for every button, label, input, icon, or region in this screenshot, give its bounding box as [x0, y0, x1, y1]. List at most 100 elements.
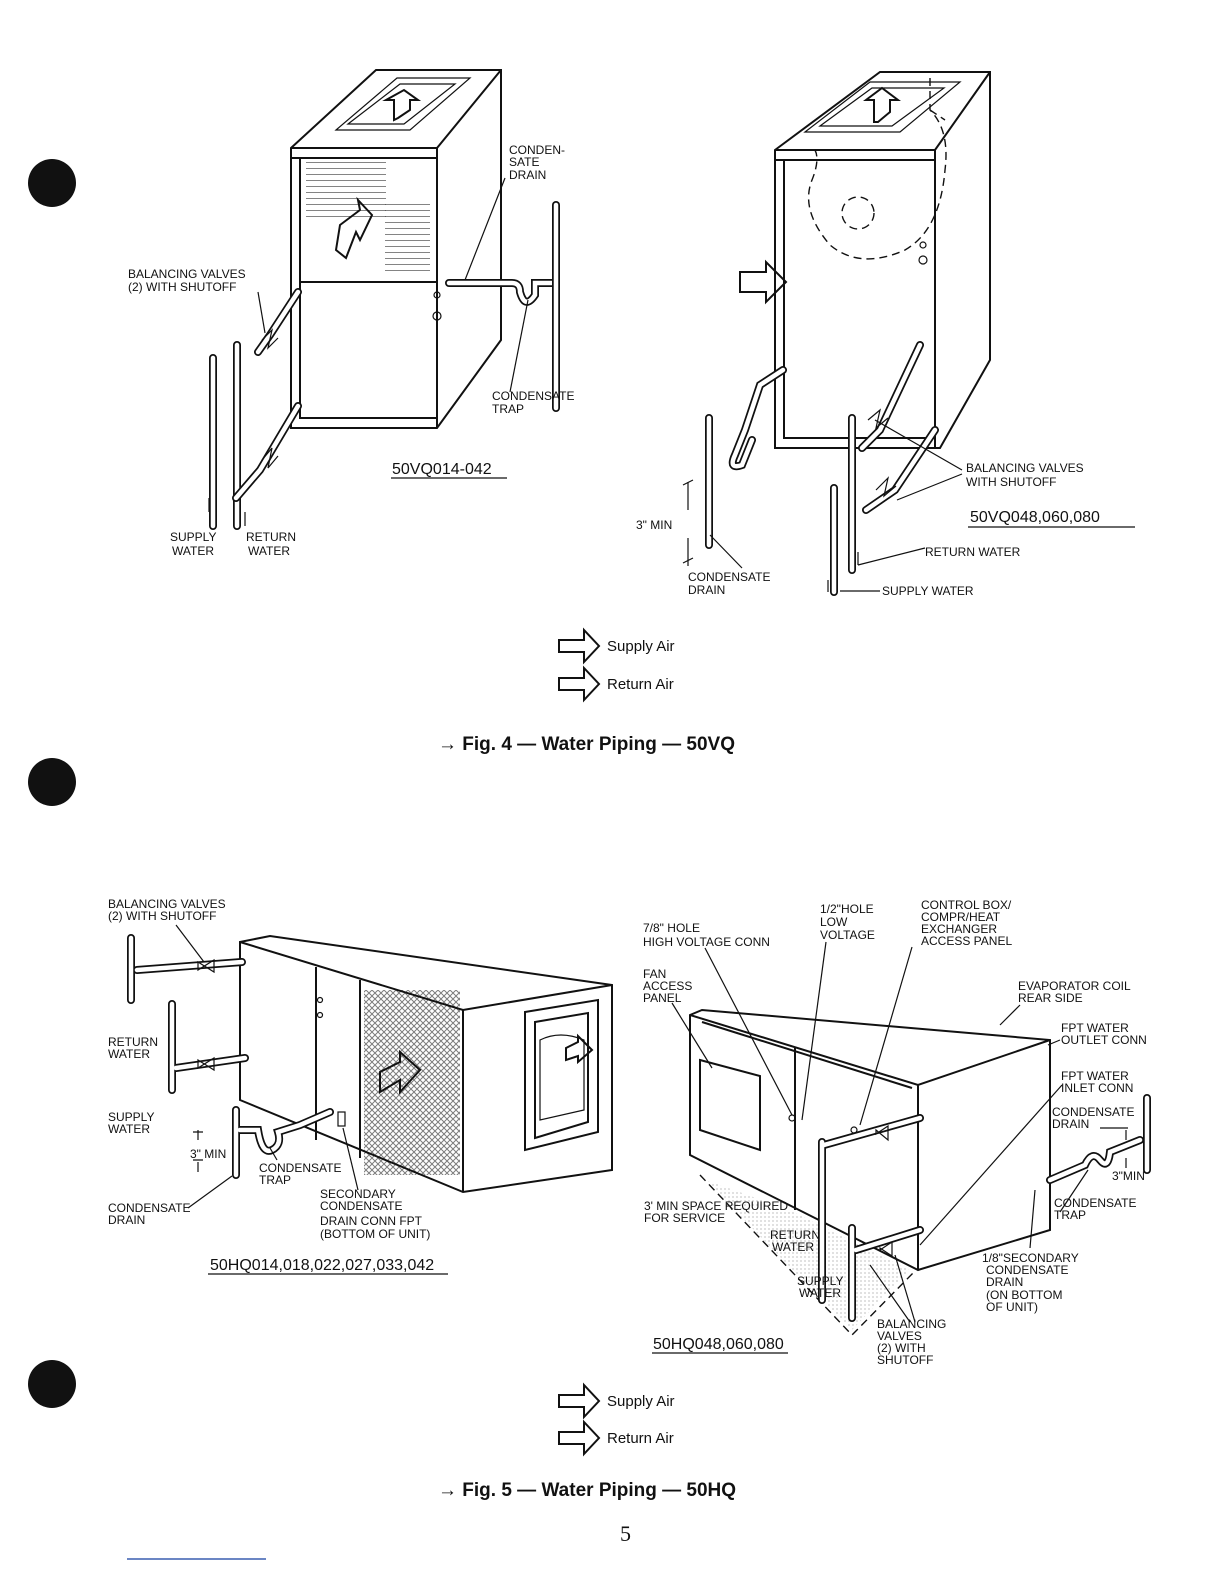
fig4-left-supply-2: WATER — [172, 544, 214, 558]
fig5-left-unit — [127, 924, 613, 1209]
fig4-right-3in-min: 3" MIN — [636, 518, 672, 532]
fig5-right-control-1: CONTROL BOX/ — [921, 898, 1012, 912]
fig5-left-3in-min: 3" MIN — [190, 1147, 226, 1161]
fig5-right-fan-3: PANEL — [643, 991, 682, 1005]
fig5-right-evap-1: EVAPORATOR COIL — [1018, 979, 1131, 993]
fig4-right-drain-1: CONDENSATE — [688, 570, 770, 584]
fig4-left-balancing-2: (2) WITH SHUTOFF — [128, 280, 236, 294]
fig5-right-inlet-2: INLET CONN — [1061, 1081, 1133, 1095]
fig5-right-control-2: COMPR/HEAT — [921, 910, 1001, 924]
fig5-right-outlet-2: OUTLET CONN — [1061, 1033, 1147, 1047]
fig5-left-trap-2: TRAP — [259, 1173, 291, 1187]
supply-air-arrow-icon — [558, 1382, 601, 1420]
fig5-right-labels: 7/8" HOLE HIGH VOLTAGE CONN 1/2"HOLE LOW… — [643, 898, 1147, 1367]
fig5-right-service-1: 3' MIN SPACE REQUIRED — [644, 1199, 788, 1213]
fig5-left-secondary-2: CONDENSATE — [320, 1199, 402, 1213]
binder-hole-1 — [28, 159, 76, 207]
fig5-right-return-1: RETURN — [770, 1228, 820, 1242]
fig4-legend: Supply Air Return Air — [558, 627, 675, 703]
page-number: 5 — [620, 1521, 631, 1546]
fig4-right-unit — [682, 71, 991, 596]
fig5-right-return-2: WATER — [772, 1240, 814, 1254]
fig5-right-balancing-4: SHUTOFF — [877, 1353, 933, 1367]
fig5-legend-supply: Supply Air — [607, 1393, 675, 1410]
fig5-right-fan-2: ACCESS — [643, 979, 692, 993]
binder-hole-2 — [28, 758, 76, 806]
fig4-right-supply: SUPPLY WATER — [882, 584, 974, 598]
fig4-left-balancing-1: BALANCING VALVES — [128, 267, 246, 281]
fig5-right-hole-low-1: 1/2"HOLE — [820, 902, 874, 916]
fig4-right-balancing-1: BALANCING VALVES — [966, 461, 1084, 475]
fig5-right-supply-1: SUPPLY — [797, 1274, 843, 1288]
fig5-left-supply-1: SUPPLY — [108, 1110, 154, 1124]
fig5-right-outlet-1: FPT WATER — [1061, 1021, 1129, 1035]
fig5-right-secondary-5: OF UNIT) — [986, 1300, 1038, 1314]
fig5-right-drain-1: CONDENSATE — [1052, 1105, 1134, 1119]
fig4-right-labels: BALANCING VALVES WITH SHUTOFF 50VQ048,06… — [636, 461, 1135, 598]
fig5-right-secondary-2: CONDENSATE — [986, 1263, 1068, 1277]
fig5-right-3in-min: 3"MIN — [1112, 1169, 1145, 1183]
return-air-arrow-icon — [558, 665, 601, 703]
fig5-right-inlet-1: FPT WATER — [1061, 1069, 1129, 1083]
fig4-left-return-1: RETURN — [246, 530, 296, 544]
fig4-right-model: 50VQ048,060,080 — [970, 509, 1100, 526]
fig5-left-labels: BALANCING VALVES (2) WITH SHUTOFF RETURN… — [108, 897, 448, 1275]
fig5-legend-return: Return Air — [607, 1430, 674, 1447]
fig4-left-model: 50VQ014-042 — [392, 461, 492, 478]
fig5-right-control-3: EXCHANGER — [921, 922, 997, 936]
fig5-left-model: 50HQ014,018,022,027,033,042 — [210, 1257, 434, 1274]
fig5-right-hole-high-2: HIGH VOLTAGE CONN — [643, 935, 770, 949]
fig4-left-supply-1: SUPPLY — [170, 530, 216, 544]
fig5-right-balancing-2: VALVES — [877, 1329, 922, 1343]
fig5-right-balancing-3: (2) WITH — [877, 1341, 926, 1355]
fig5-left-supply-2: WATER — [108, 1122, 150, 1136]
fig5-right-supply-2: WATER — [799, 1286, 841, 1300]
fig5-left-trap-1: CONDENSATE — [259, 1161, 341, 1175]
fig5-right-drain-2: DRAIN — [1052, 1117, 1089, 1131]
fig5-left-secondary-1: SECONDARY — [320, 1187, 396, 1201]
fig5-right-service-2: FOR SERVICE — [644, 1211, 725, 1225]
binder-hole-3 — [28, 1360, 76, 1408]
fig5-right-model: 50HQ048,060,080 — [653, 1336, 784, 1353]
fig5-right-hole-low-2: LOW — [820, 915, 848, 929]
fig5-right-hole-high-1: 7/8" HOLE — [643, 921, 700, 935]
fig4-caption: → Fig. 4 — Water Piping — 50VQ — [438, 734, 735, 755]
fig5-left-balancing-2: (2) WITH SHUTOFF — [108, 909, 216, 923]
fig5-left-secondary-4: (BOTTOM OF UNIT) — [320, 1227, 430, 1241]
fig5-left-return-2: WATER — [108, 1047, 150, 1061]
fig4-right-drain-2: DRAIN — [688, 583, 725, 597]
fig5-right-secondary-4: (ON BOTTOM — [986, 1288, 1062, 1302]
supply-air-arrow-icon — [558, 627, 601, 665]
fig4-left-unit — [208, 69, 560, 530]
fig4-left-return-2: WATER — [248, 544, 290, 558]
fig5-right-trap-1: CONDENSATE — [1054, 1196, 1136, 1210]
fig5-right-secondary-1: 1/8"SECONDARY — [982, 1251, 1079, 1265]
fig5-legend: Supply Air Return Air — [558, 1382, 675, 1457]
fig5-right-unit — [671, 941, 1151, 1337]
fig4-left-trap-2: TRAP — [492, 402, 524, 416]
fig5-right-secondary-3: DRAIN — [986, 1275, 1023, 1289]
fig4-legend-supply: Supply Air — [607, 638, 675, 655]
fig5-left-return-1: RETURN — [108, 1035, 158, 1049]
fig4-left-trap-1: CONDENSATE — [492, 389, 574, 403]
fig5-right-evap-2: REAR SIDE — [1018, 991, 1083, 1005]
fig5-right-hole-low-3: VOLTAGE — [820, 928, 875, 942]
fig5-right-trap-2: TRAP — [1054, 1208, 1086, 1222]
fig4-left-condensate-drain-1: CONDEN- — [509, 143, 565, 157]
fig5-caption: → Fig. 5 — Water Piping — 50HQ — [438, 1480, 736, 1501]
fig4-left-condensate-drain-3: DRAIN — [509, 168, 546, 182]
fig4-right-balancing-2: WITH SHUTOFF — [966, 475, 1056, 489]
fig5-right-fan-1: FAN — [643, 967, 666, 981]
fig5-right-balancing-1: BALANCING — [877, 1317, 946, 1331]
fig4-right-return: RETURN WATER — [925, 545, 1021, 559]
fig5-left-secondary-3: DRAIN CONN FPT — [320, 1214, 423, 1228]
fig4-legend-return: Return Air — [607, 676, 674, 693]
fig4-left-condensate-drain-2: SATE — [509, 155, 539, 169]
fig4-left-labels: CONDEN- SATE DRAIN BALANCING VALVES (2) … — [128, 143, 574, 558]
fig5-left-drain-2: DRAIN — [108, 1213, 145, 1227]
return-air-arrow-icon — [558, 1419, 601, 1457]
fig5-left-drain-1: CONDENSATE — [108, 1201, 190, 1215]
fig5-left-balancing-1: BALANCING VALVES — [108, 897, 226, 911]
